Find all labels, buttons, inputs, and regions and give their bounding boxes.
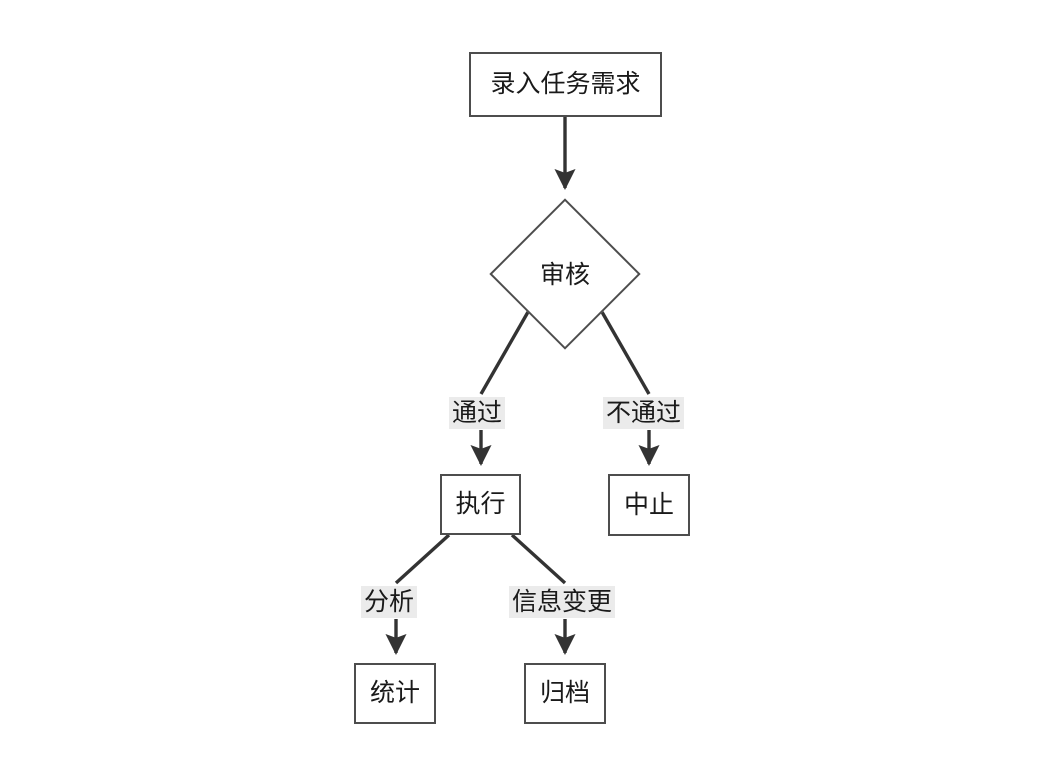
node-abort-label: 中止 xyxy=(623,489,674,519)
node-stats[interactable]: 统计 xyxy=(354,663,436,724)
node-review-label: 审核 xyxy=(539,259,590,289)
node-execute[interactable]: 执行 xyxy=(440,474,521,535)
node-intake[interactable]: 录入任务需求 xyxy=(469,52,662,117)
edge-label-fail: 不通过 xyxy=(603,397,685,429)
edge-execute-to-stats xyxy=(394,533,451,585)
edge-label-pass: 通过 xyxy=(449,397,506,429)
node-execute-label: 执行 xyxy=(455,489,506,518)
node-archive[interactable]: 归档 xyxy=(524,663,606,724)
edge-review-to-abort xyxy=(600,311,651,395)
edge-review-to-execute xyxy=(479,311,530,395)
node-intake-label: 录入任务需求 xyxy=(490,69,641,98)
edge-execute-to-archive xyxy=(510,533,567,585)
node-archive-label: 归档 xyxy=(539,678,590,707)
node-abort[interactable]: 中止 xyxy=(608,474,690,536)
edge-label-info-change: 信息变更 xyxy=(509,586,616,618)
node-review[interactable]: 审核 xyxy=(489,198,641,350)
edge-label-analysis: 分析 xyxy=(361,586,418,618)
node-stats-label: 统计 xyxy=(369,678,420,707)
